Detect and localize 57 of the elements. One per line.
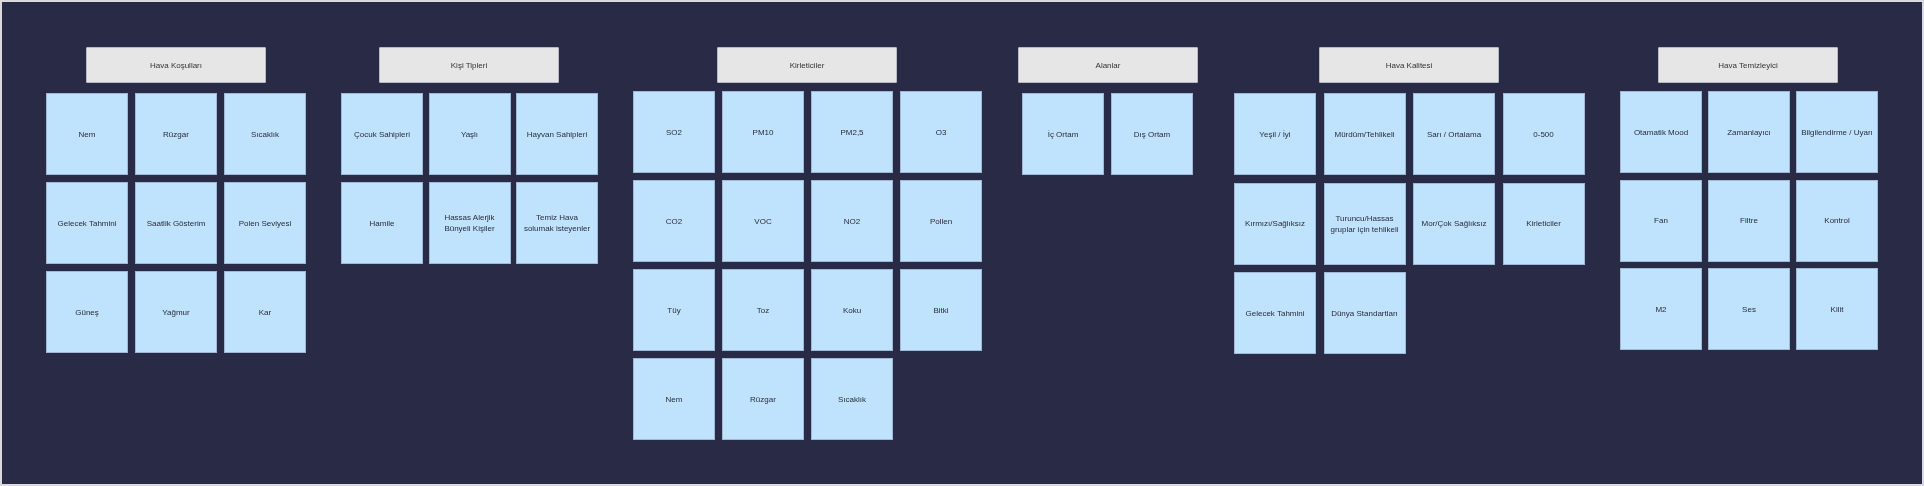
sticky-note: Koku — [811, 269, 893, 351]
sticky-note: Çocuk Sahipleri — [341, 93, 423, 175]
sticky-note: Sarı / Ortalama — [1413, 93, 1495, 175]
sticky-note: Mürdüm/Tehlikeli — [1323, 93, 1406, 175]
category-header: Hava Kalitesi — [1319, 47, 1499, 83]
sticky-note: Hayvan Sahipleri — [516, 93, 598, 175]
sticky-note: Tüy — [633, 269, 715, 351]
sticky-note: Kırmızı/Sağlıksız — [1234, 182, 1316, 265]
sticky-note: Rüzgar — [722, 358, 804, 440]
sticky-note: O3 — [900, 91, 982, 173]
sticky-note: Sıcaklık — [224, 93, 306, 175]
sticky-note: Pollen — [900, 180, 982, 262]
sticky-note: Temiz Hava solumak isteyenler — [516, 182, 598, 264]
sticky-note: 0-500 — [1502, 93, 1585, 175]
sticky-note: Kirleticiler — [1502, 182, 1585, 265]
sticky-note: Polen Seviyesi — [224, 182, 306, 264]
sticky-note: Nem — [46, 93, 128, 175]
sticky-note: Güneş — [46, 271, 128, 353]
sticky-note: Mor/Çok Sağlıksız — [1413, 182, 1495, 265]
sticky-note: PM10 — [722, 91, 804, 173]
sticky-note: M2 — [1620, 268, 1702, 350]
sticky-note: Dış Ortam — [1111, 93, 1193, 175]
sticky-note: Toz — [722, 269, 804, 351]
sticky-note: Rüzgar — [135, 93, 217, 175]
category-header: Alanlar — [1018, 47, 1198, 83]
sticky-note: SO2 — [633, 91, 715, 173]
sticky-note: Yaşlı — [428, 93, 511, 175]
sticky-note: Ses — [1708, 268, 1790, 350]
sticky-note: Zamanlayıcı — [1708, 91, 1790, 173]
category-header: Kişi Tipleri — [379, 47, 559, 83]
sticky-note: İç Ortam — [1022, 93, 1104, 175]
category-header: Hava Temizleyici — [1658, 47, 1838, 83]
sticky-note: Kilit — [1796, 268, 1878, 350]
sticky-note: Gelecek Tahmini — [46, 182, 128, 264]
sticky-note: PM2,5 — [811, 91, 893, 173]
sticky-note: Hamile — [341, 182, 423, 264]
sticky-note: Dünya Standartları — [1323, 272, 1406, 354]
sticky-note: Turuncu/Hassas gruplar için tehlikeli — [1323, 182, 1406, 265]
sticky-note: Sıcaklık — [811, 358, 893, 440]
sticky-note: Yağmur — [135, 271, 217, 353]
sticky-note: Bitki — [900, 269, 982, 351]
sticky-note: Saatlik Gösterim — [135, 182, 217, 264]
sticky-note: Hassas Alerjik Bünyeli Kişiler — [428, 182, 511, 264]
sticky-note: Gelecek Tahmini — [1234, 272, 1316, 354]
category-header: Hava Koşulları — [86, 47, 266, 83]
sticky-note: Kontrol — [1796, 179, 1878, 262]
sticky-note: CO2 — [633, 180, 715, 262]
sticky-note: Kar — [224, 271, 306, 353]
sticky-note: VOC — [722, 180, 804, 262]
sticky-note: Fan — [1620, 179, 1702, 262]
sticky-note: Filtre — [1708, 179, 1790, 262]
sticky-note: Otamatik Mood — [1620, 91, 1702, 173]
sticky-note: Nem — [633, 358, 715, 440]
sticky-note: NO2 — [811, 180, 893, 262]
sticky-note: Yeşil / İyi — [1234, 93, 1316, 175]
sticky-note: Bilgilendirme / Uyarı — [1796, 91, 1878, 173]
category-header: Kirleticiler — [717, 47, 897, 83]
